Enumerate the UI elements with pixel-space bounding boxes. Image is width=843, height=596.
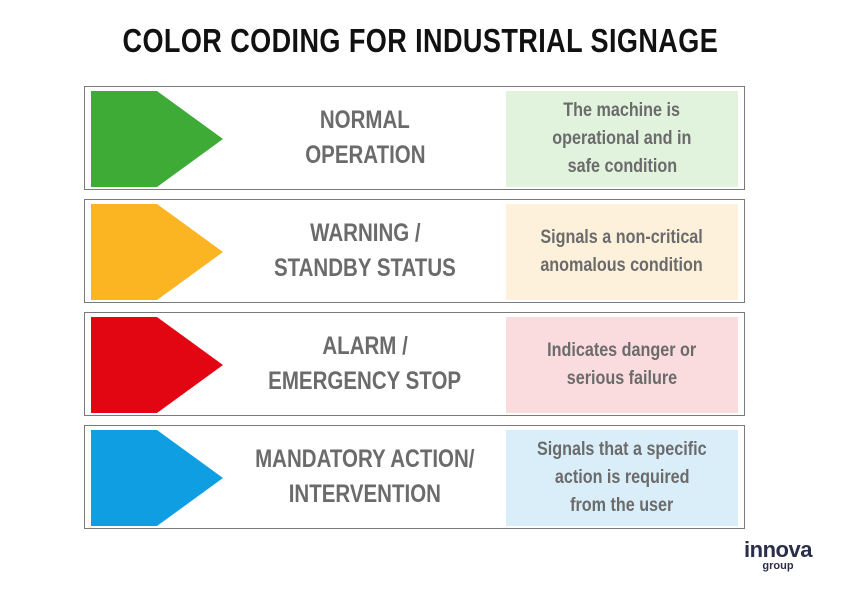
status-description: Indicates danger or serious failure: [506, 317, 738, 413]
status-label-line: STANDBY STATUS: [274, 254, 456, 282]
signage-row-mandatory: MANDATORY ACTION/ INTERVENTION Signals t…: [84, 425, 745, 529]
green-arrow-shape: [91, 91, 223, 187]
status-description: Signals that a specific action is requir…: [506, 430, 738, 526]
status-label-line: MANDATORY ACTION/: [255, 445, 475, 473]
status-description-line: Indicates danger or: [547, 340, 697, 361]
signage-row-alarm: ALARM / EMERGENCY STOP Indicates danger …: [84, 312, 745, 416]
status-description-line: operational and in: [552, 128, 692, 149]
status-label: MANDATORY ACTION/ INTERVENTION: [245, 426, 485, 528]
status-description: Signals a non-critical anomalous conditi…: [506, 204, 738, 300]
blue-arrow-icon: [91, 430, 223, 526]
logo-brand: innova: [744, 537, 812, 562]
status-description-line: serious failure: [566, 368, 678, 389]
status-label-line: NORMAL: [320, 106, 410, 134]
status-description-line: anomalous condition: [540, 255, 704, 276]
yellow-arrow-icon: [91, 204, 223, 300]
status-label: NORMAL OPERATION: [245, 87, 485, 189]
status-label-line: WARNING /: [309, 219, 421, 247]
green-arrow-icon: [91, 91, 223, 187]
status-label-line: INTERVENTION: [288, 480, 442, 508]
status-description: The machine is operational and in safe c…: [506, 91, 738, 187]
status-description-line: Signals that a specific: [537, 439, 707, 460]
logo-sub: group: [762, 560, 794, 572]
status-description-line: Signals a non-critical: [540, 227, 704, 248]
page-title: COLOR CODING FOR INDUSTRIAL SIGNAGE: [122, 22, 719, 59]
status-description-line: safe condition: [567, 156, 677, 177]
status-description-line: from the user: [570, 495, 674, 516]
red-arrow-icon: [91, 317, 223, 413]
status-description-line: The machine is: [563, 100, 681, 121]
signage-row-warning: WARNING / STANDBY STATUS Signals a non-c…: [84, 199, 745, 303]
status-label-line: EMERGENCY STOP: [268, 367, 462, 395]
blue-arrow-shape: [91, 430, 223, 526]
status-label-line: OPERATION: [304, 141, 426, 169]
status-description-line: action is required: [554, 467, 690, 488]
status-label: ALARM / EMERGENCY STOP: [245, 313, 485, 415]
status-label: WARNING / STANDBY STATUS: [245, 200, 485, 302]
yellow-arrow-shape: [91, 204, 223, 300]
status-label-line: ALARM /: [322, 332, 408, 360]
signage-row-normal: NORMAL OPERATION The machine is operatio…: [84, 86, 745, 190]
red-arrow-shape: [91, 317, 223, 413]
innova-group-logo: innova group: [733, 539, 823, 579]
